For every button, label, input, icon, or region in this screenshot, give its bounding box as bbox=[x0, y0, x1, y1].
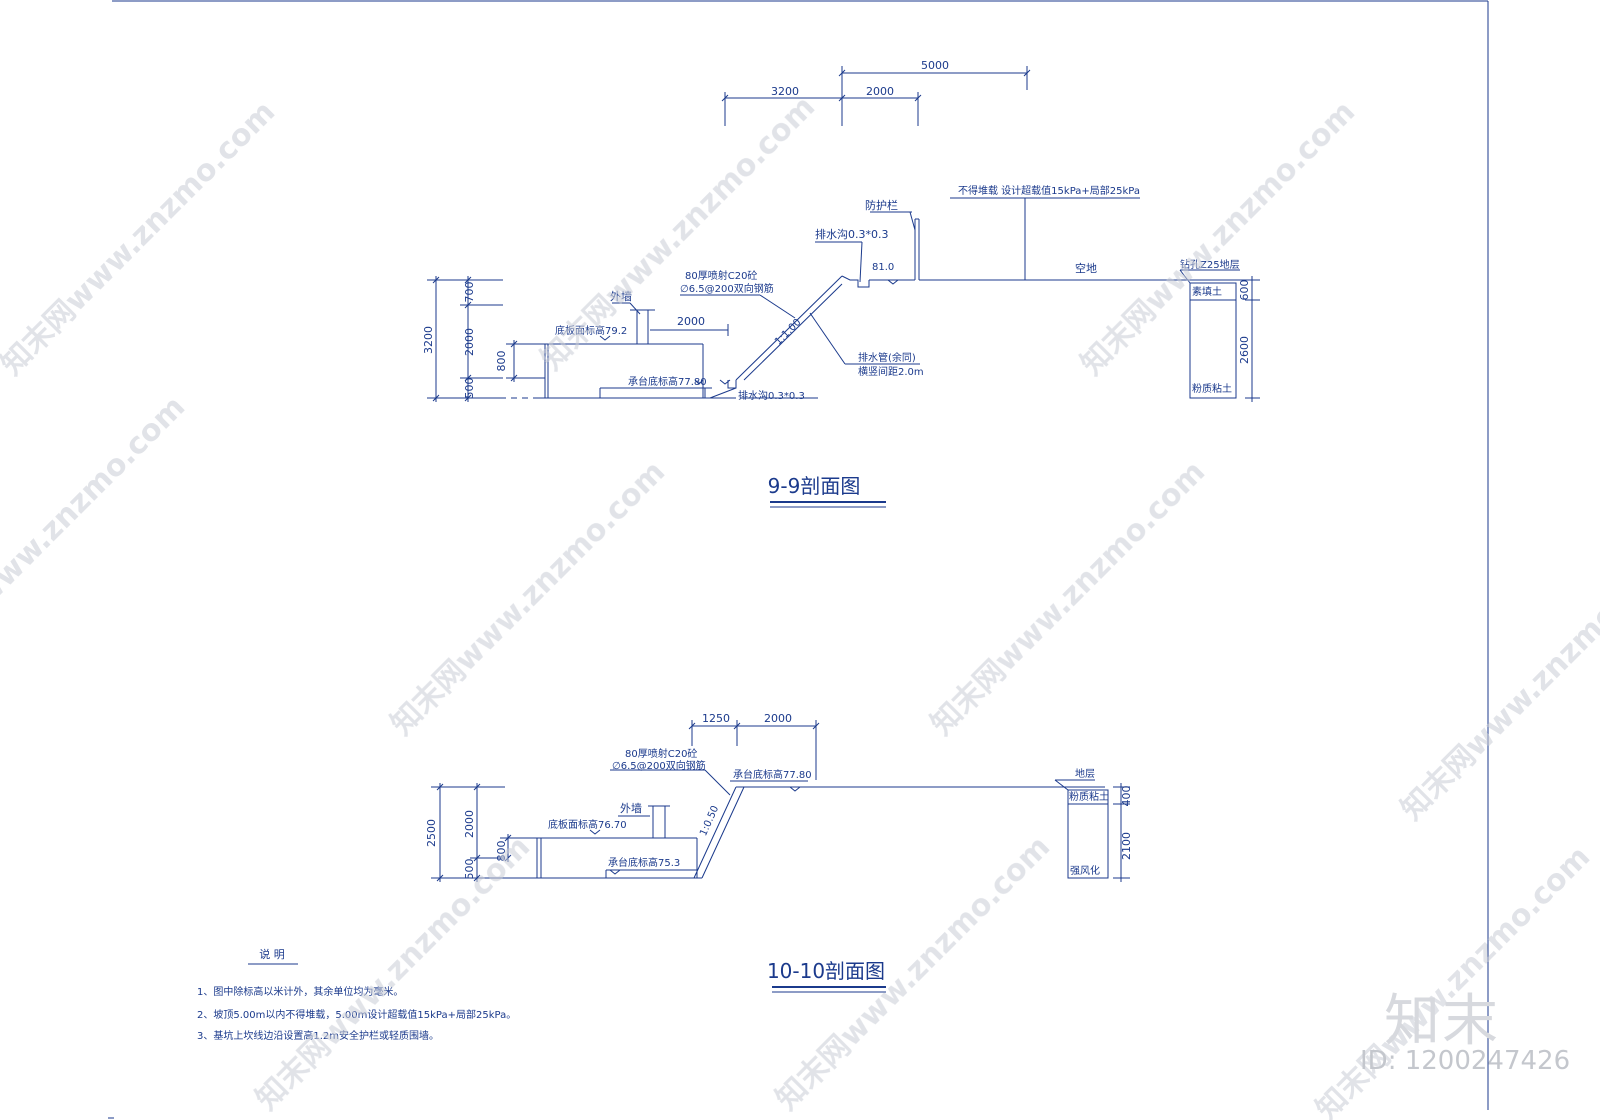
dim-2100-vertical: 2100 bbox=[1120, 832, 1133, 860]
section-9-profile bbox=[427, 197, 1260, 402]
rebar-label-10: ∅6.5@200双向钢筋 bbox=[612, 759, 706, 772]
dim-500-vertical-10: 500 bbox=[463, 859, 476, 880]
soil-silt-label-10: 粉质粘土 bbox=[1069, 790, 1109, 803]
shotcrete-label: 80厚喷射C20砼 bbox=[685, 269, 757, 282]
drain-pipe-label: 排水管(余同) bbox=[858, 351, 916, 364]
weathered-label-10: 强风化 bbox=[1070, 864, 1100, 877]
base-slab-label-10: 底板面标高76.70 bbox=[548, 818, 627, 831]
dim-3200-vertical: 3200 bbox=[422, 326, 435, 354]
watermark-text: 知末网www.znzmo.com bbox=[384, 454, 672, 742]
watermark-text: 知末网www.znzmo.com bbox=[924, 454, 1212, 742]
dim-2000: 2000 bbox=[866, 85, 894, 98]
dim-600-vertical: 600 bbox=[1238, 280, 1251, 301]
watermark-text: 知末网www.znzmo.com bbox=[1394, 539, 1600, 827]
open-ground-label: 空地 bbox=[1075, 261, 1097, 275]
dim-2500-vertical: 2500 bbox=[425, 819, 438, 847]
overload-note: 不得堆载 设计超载值15kPa+局部25kPa bbox=[958, 184, 1140, 197]
watermark-text: 知末网www.znzmo.com bbox=[0, 94, 282, 382]
dim-700-vertical: 700 bbox=[463, 282, 476, 303]
section-9-title-underline bbox=[770, 501, 886, 508]
dim-3200: 3200 bbox=[771, 85, 799, 98]
cap-bottom-label-10: 承台底标高75.3 bbox=[608, 856, 680, 869]
section-10-profile bbox=[431, 769, 1130, 882]
section-9-top-dimensions bbox=[721, 66, 1031, 126]
notes-block: 说 明 1、图中除标高以米计外，其余单位均为毫米。 2、坡顶5.00m以内不得堆… bbox=[197, 947, 516, 1042]
dim-2600-vertical: 2600 bbox=[1238, 336, 1251, 364]
cap-top-label-10: 承台底标高77.80 bbox=[733, 768, 812, 781]
section-10-10: 1250 2000 bbox=[425, 712, 1133, 993]
outer-wall-label-10: 外墙 bbox=[620, 801, 642, 815]
note-item: 3、基坑上坎线边沿设置高1.2m安全护栏或轻质围墙。 bbox=[197, 1029, 439, 1042]
borehole-label: 钻孔Z25地层 bbox=[1180, 258, 1240, 271]
section-9-9: 5000 3200 2000 bbox=[422, 59, 1260, 508]
note-item: 2、坡顶5.00m以内不得堆载，5.00m设计超载值15kPa+局部25kPa。 bbox=[197, 1008, 516, 1021]
elevation-top-label: 81.0 bbox=[872, 262, 894, 273]
sheet-frame bbox=[108, 0, 1489, 1119]
slope-ratio-label-10: 1:0.50 bbox=[698, 804, 721, 838]
soil-silt-label: 粉质粘土 bbox=[1192, 382, 1232, 395]
watermark-text: 知末网www.znzmo.com bbox=[1074, 94, 1362, 382]
watermark-image-id: ID: 1200247426 bbox=[1360, 1046, 1571, 1076]
dim-800-vertical: 800 bbox=[495, 351, 508, 372]
rebar-label: ∅6.5@200双向钢筋 bbox=[680, 282, 774, 295]
section-9-title: 9-9剖面图 bbox=[768, 474, 861, 498]
ditch-top-label: 排水沟0.3*0.3 bbox=[815, 227, 889, 241]
drain-pipe-spacing-label: 横竖间距2.0m bbox=[858, 365, 924, 378]
shotcrete-label-10: 80厚喷射C20砼 bbox=[625, 747, 697, 760]
ditch-bottom-label: 排水沟0.3*0.3 bbox=[738, 389, 805, 402]
section-10-title: 10-10剖面图 bbox=[767, 959, 885, 983]
dim-2000-vertical: 2000 bbox=[463, 328, 476, 356]
cap-bottom-label: 承台底标高77.80 bbox=[628, 375, 707, 388]
dim-1250: 1250 bbox=[702, 712, 730, 725]
dim-400-vertical: 400 bbox=[1120, 786, 1133, 807]
dim-2000-top: 2000 bbox=[764, 712, 792, 725]
dim-2000-vertical-10: 2000 bbox=[463, 810, 476, 838]
section-10-top-dimensions bbox=[688, 720, 820, 780]
notes-heading: 说 明 bbox=[259, 947, 285, 961]
section-10-title-underline bbox=[772, 986, 886, 993]
dim-5000: 5000 bbox=[921, 59, 949, 72]
width-2000-label: 2000 bbox=[677, 315, 705, 328]
base-slab-label: 底板面标高79.2 bbox=[555, 324, 627, 337]
note-item: 1、图中除标高以米计外，其余单位均为毫米。 bbox=[197, 985, 403, 998]
soil-fill-label: 素填土 bbox=[1192, 285, 1222, 298]
dim-500-vertical: 500 bbox=[463, 378, 476, 399]
watermark-brand: 知末 bbox=[1384, 989, 1500, 1054]
watermark-text: 知末网www.znzmo.com bbox=[249, 829, 537, 1117]
dim-800-vertical-10: 800 bbox=[495, 841, 508, 862]
outer-wall-label: 外墙 bbox=[610, 289, 632, 303]
slope-ratio-label: 1:1.00 bbox=[773, 317, 803, 347]
watermark-text: 知末网www.znzmo.com bbox=[0, 389, 192, 677]
guardrail-label: 防护栏 bbox=[865, 198, 898, 212]
strata-label-10: 地层 bbox=[1075, 767, 1095, 780]
